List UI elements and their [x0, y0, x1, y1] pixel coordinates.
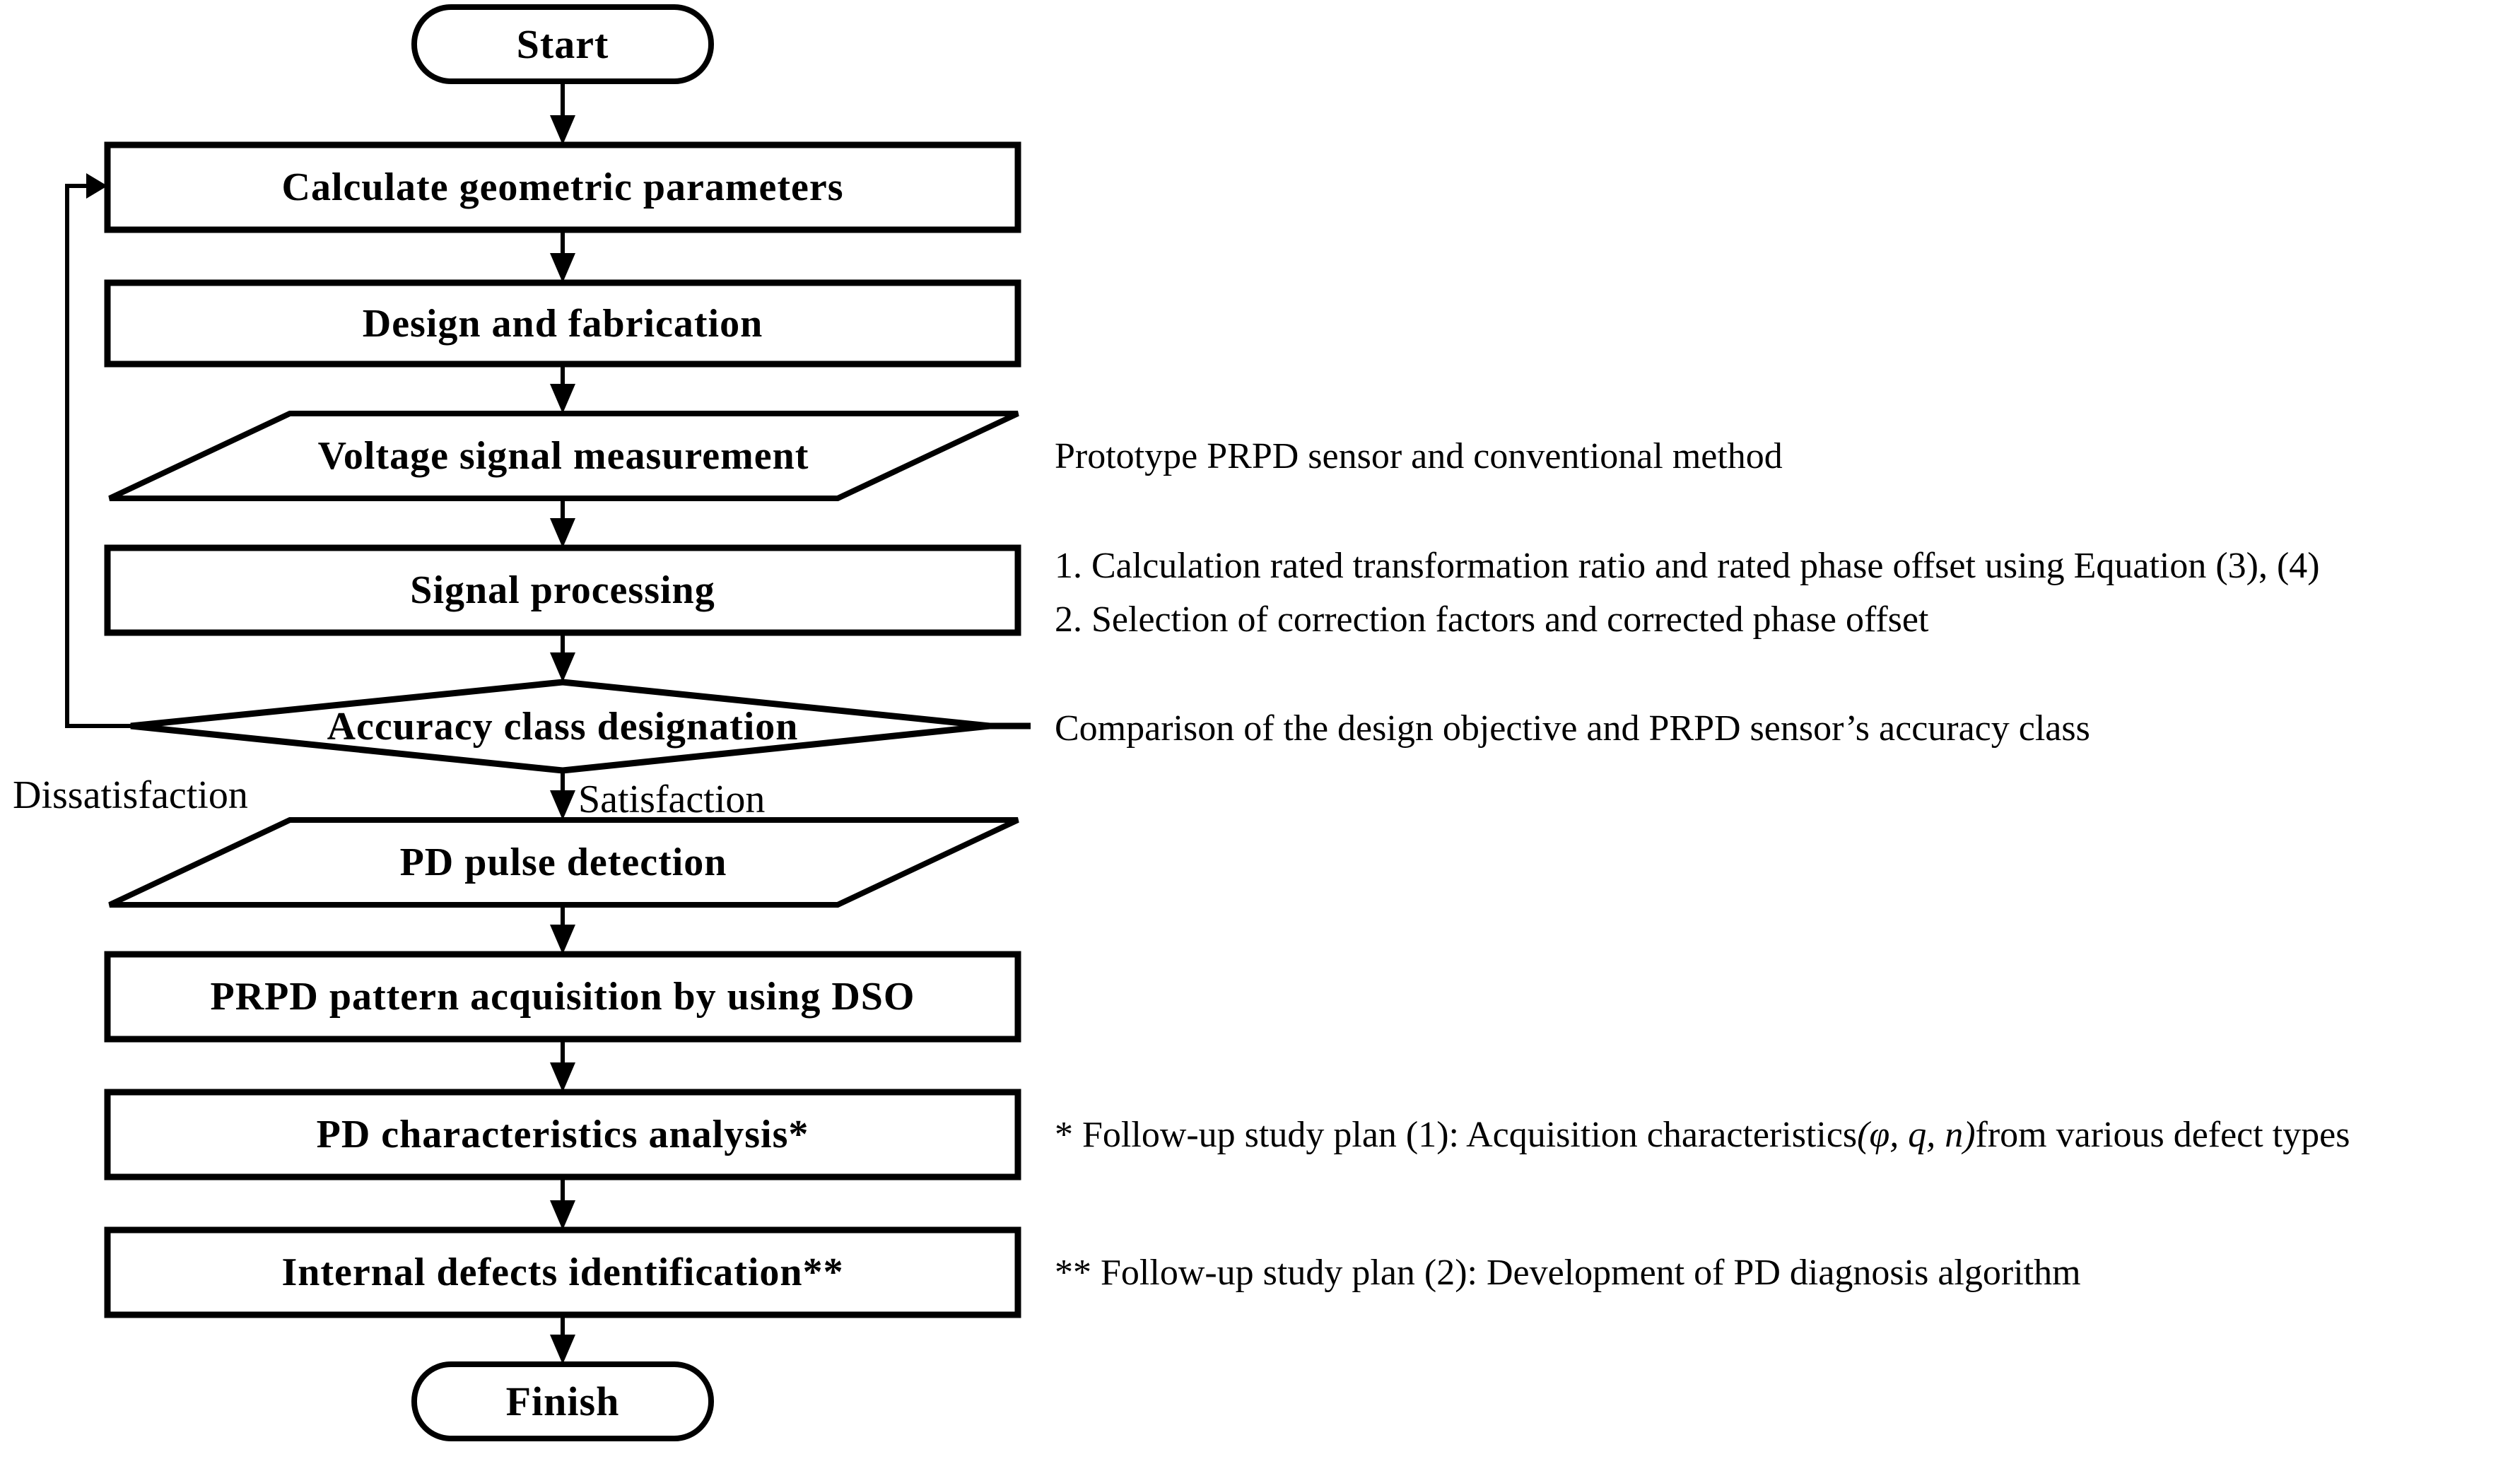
- signal-processing-annotation: 1. Calculation rated transformation rati…: [1055, 539, 2320, 647]
- flow-arrow: [550, 905, 575, 954]
- footnote-1: * Follow-up study plan (1): Acquisition …: [1055, 1110, 2350, 1159]
- internal-defects-identification-label: Internal defects identification**: [281, 1250, 844, 1294]
- voltage-signal-measurement-label: Voltage signal measurement: [317, 434, 809, 478]
- footnote-1-suffix: from various defect types: [1975, 1114, 2350, 1155]
- pd-pulse-detection-label: PD pulse detection: [399, 840, 727, 884]
- feedback-arrow-dissatisfaction: [65, 173, 131, 728]
- footnote-2: ** Follow-up study plan (2): Development…: [1055, 1252, 2081, 1293]
- signal-processing-annotation-line-2: 2. Selection of correction factors and c…: [1055, 599, 1929, 640]
- flow-arrow: [550, 1039, 575, 1092]
- accuracy-class-annotation: Comparison of the design objective and P…: [1055, 708, 2090, 749]
- calculate-geometric-parameters-label: Calculate geometric parameters: [281, 165, 844, 209]
- flow-arrow-satisfaction: [550, 770, 575, 820]
- finish-terminator-shape: [411, 1361, 714, 1441]
- start-node-label: Start: [516, 21, 609, 67]
- accuracy-class-designation-label: Accuracy class designation: [327, 704, 799, 749]
- signal-processing-label: Signal processing: [410, 568, 715, 612]
- flow-arrow: [550, 1315, 575, 1364]
- footnote-1-italic-symbols: (φ, q, n): [1857, 1114, 1976, 1155]
- flow-arrow: [550, 81, 575, 145]
- flow-arrow: [550, 498, 575, 548]
- flow-arrow: [550, 364, 575, 414]
- signal-processing-annotation-line-1: 1. Calculation rated transformation rati…: [1055, 546, 2320, 586]
- flow-arrow: [550, 230, 575, 283]
- prpd-pattern-acquisition-label: PRPD pattern acquisition by using DSO: [210, 975, 915, 1019]
- voltage-measurement-annotation: Prototype PRPD sensor and conventional m…: [1055, 435, 1783, 476]
- flow-arrow: [550, 633, 575, 682]
- io-parallelogram-pd-pulse-detection: [108, 817, 1019, 908]
- io-parallelogram-voltage-signal-measurement: [108, 411, 1019, 501]
- finish-node-label: Finish: [505, 1378, 620, 1424]
- satisfaction-edge-label: Satisfaction: [578, 778, 766, 821]
- dissatisfaction-edge-label: Dissatisfaction: [13, 773, 248, 817]
- footnote-1-prefix: * Follow-up study plan (1): Acquisition …: [1055, 1114, 1858, 1155]
- pd-characteristics-analysis-label: PD characteristics analysis*: [316, 1113, 809, 1156]
- flow-arrow: [550, 1177, 575, 1230]
- design-and-fabrication-label: Design and fabrication: [362, 301, 763, 346]
